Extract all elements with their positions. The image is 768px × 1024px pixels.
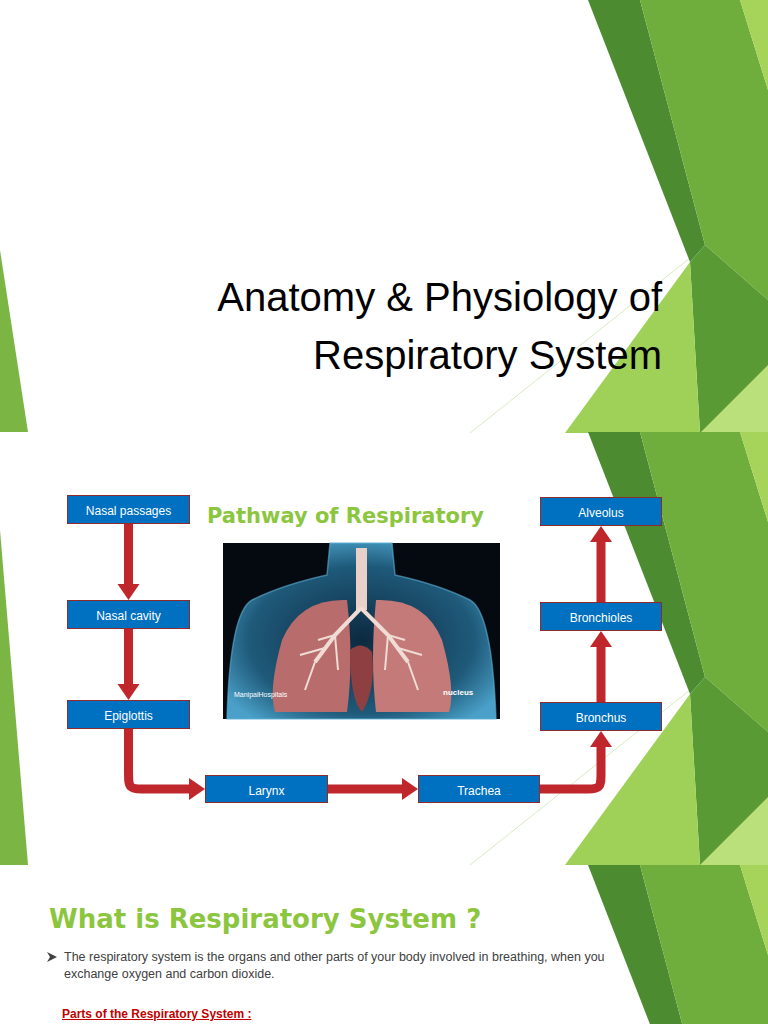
flow-arrow: [540, 731, 612, 789]
bullet-arrow: [47, 952, 57, 962]
process-box: Alveolus: [540, 497, 662, 526]
box-label: Alveolus: [578, 503, 623, 520]
process-box: Larynx: [205, 775, 328, 803]
arrow-shaft: [124, 629, 133, 684]
box-label: Bronchioles: [570, 608, 633, 625]
box-label: Larynx: [248, 781, 284, 798]
flow-arrow: [328, 778, 418, 800]
process-box: Nasal passages: [67, 495, 190, 524]
slide-title: Anatomy & Physiology of Respiratory Syst…: [100, 268, 662, 384]
bullet-text: The respiratory system is the organs and…: [64, 949, 644, 983]
watermark: nucleus: [443, 688, 493, 698]
flow-arrow: [118, 629, 140, 700]
arrow-head: [590, 731, 612, 747]
arrow-head: [118, 584, 140, 600]
flow-arrow: [118, 524, 140, 600]
box-label: Nasal cavity: [96, 606, 161, 623]
arrow-head: [118, 684, 140, 700]
section-heading: Pathway of Respiratory: [207, 503, 537, 529]
corner-triangles: [470, 865, 768, 1024]
process-box: Bronchioles: [540, 602, 662, 631]
lung-illustration: [223, 543, 500, 719]
box-label: Epiglottis: [104, 706, 153, 723]
process-box: Epiglottis: [67, 700, 190, 729]
flow-arrow: [129, 729, 206, 800]
arrow-head: [590, 526, 612, 542]
process-box: Trachea: [418, 775, 540, 803]
arrow-shaft: [540, 747, 601, 789]
arrow-shaft: [328, 785, 402, 794]
arrow-shaft: [129, 729, 190, 789]
box-label: Trachea: [457, 781, 501, 798]
edge-sliver: [0, 530, 28, 865]
arrow-shaft: [597, 542, 606, 602]
edge-sliver: [0, 250, 28, 432]
subheading: Parts of the Respiratory System :: [62, 1007, 382, 1021]
flow-arrow: [590, 631, 612, 702]
box-label: Nasal passages: [86, 501, 171, 518]
section-heading: What is Respiratory System ?: [49, 902, 649, 936]
process-box: Nasal cavity: [67, 600, 190, 629]
arrow-head: [590, 631, 612, 647]
flow-arrow: [590, 526, 612, 602]
arrow-shaft: [124, 524, 133, 584]
arrow-head: [189, 778, 205, 800]
box-label: Bronchus: [576, 708, 627, 725]
arrow-head: [402, 778, 418, 800]
process-box: Bronchus: [540, 702, 662, 731]
arrow-shaft: [597, 647, 606, 702]
watermark: ManipalHospitals: [234, 690, 314, 699]
